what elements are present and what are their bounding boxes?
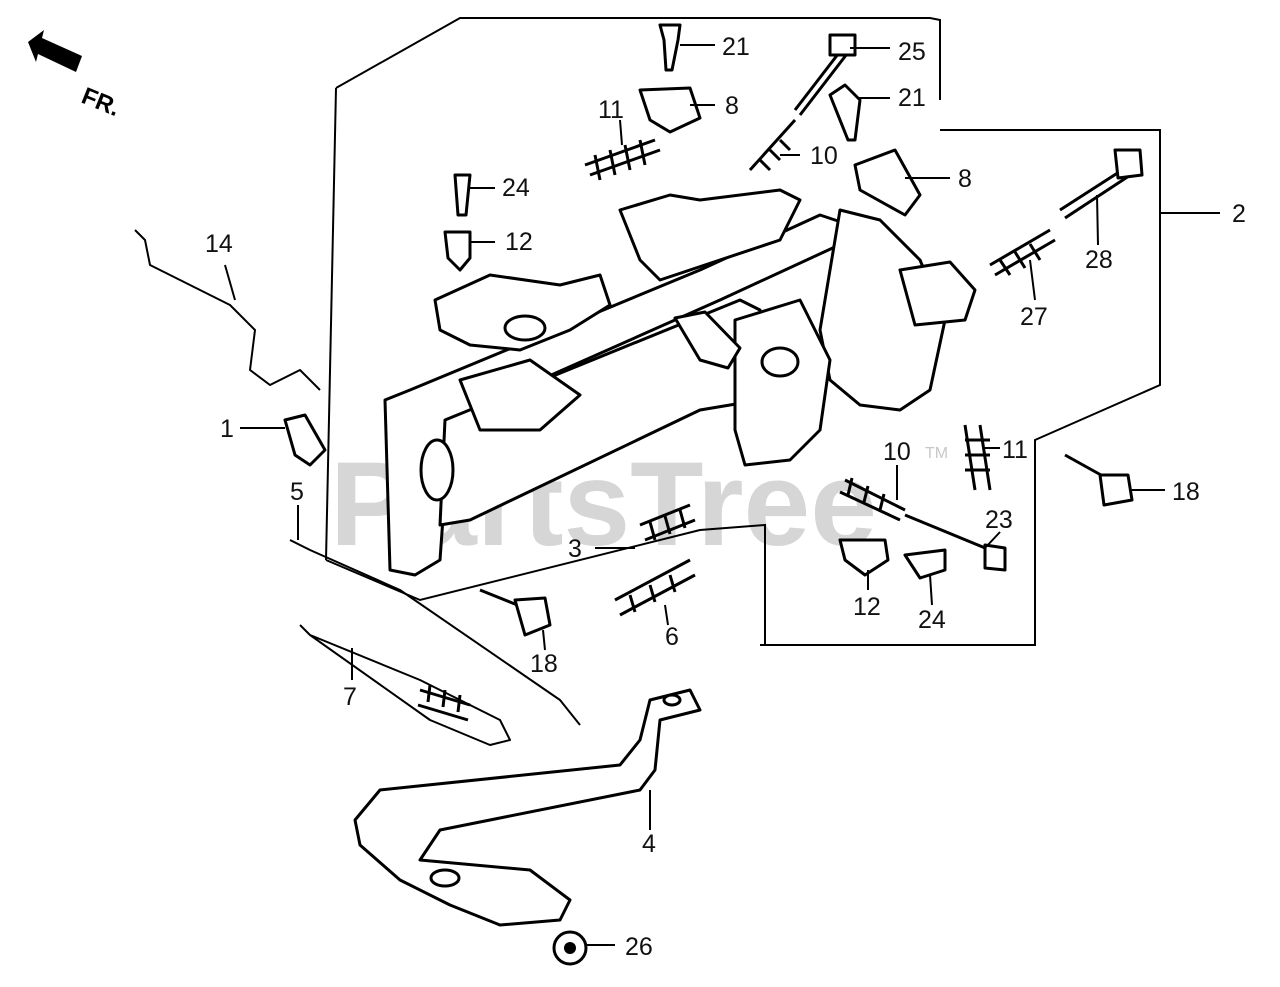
collar-12b <box>838 538 890 577</box>
callout-12b: 12 <box>853 593 881 621</box>
outline-top <box>335 17 941 100</box>
bolt-18b-head <box>1098 473 1134 507</box>
arm-hole <box>760 346 800 378</box>
callout-14: 14 <box>205 230 233 258</box>
front-arrow-icon <box>28 30 82 72</box>
callout-24b: 24 <box>918 606 946 634</box>
leader-11a <box>619 119 623 146</box>
callout-18a: 18 <box>1172 478 1200 506</box>
governor-rod-14 <box>134 229 321 391</box>
screw-23-head <box>983 543 1007 572</box>
throttle-lever-part <box>353 688 702 927</box>
outline-left <box>325 87 337 561</box>
clip-1 <box>283 413 327 467</box>
lever-hole-bottom <box>429 868 461 888</box>
callout-labels: 21 25 21 8 11 10 8 2 24 12 14 28 27 1 5 … <box>205 33 1246 961</box>
bolt-18a-head <box>513 596 552 637</box>
spring-hook-7 <box>299 624 511 746</box>
callout-1: 1 <box>220 415 234 443</box>
leader-28 <box>1096 194 1099 246</box>
collar-12a <box>443 230 472 272</box>
clip-8b <box>853 148 922 217</box>
main-control-bracket <box>383 188 977 577</box>
bracket-arm <box>733 298 832 467</box>
spring-27 <box>989 228 1056 277</box>
callout-4: 4 <box>642 830 656 858</box>
callout-21a: 21 <box>722 33 750 61</box>
bracket-hole <box>419 438 455 502</box>
leader-18a <box>542 629 546 651</box>
callout-2: 2 <box>1232 200 1246 228</box>
spring-10a <box>748 118 797 172</box>
callout-23: 23 <box>985 506 1013 534</box>
callout-5: 5 <box>290 478 304 506</box>
callout-11b: 11 <box>1002 436 1028 464</box>
bracket-tab-top <box>618 188 802 282</box>
front-direction-indicator: FR. <box>28 30 124 122</box>
spring-10b <box>839 477 906 522</box>
screw-24a <box>453 173 472 217</box>
callout-10b: 10 <box>883 438 911 466</box>
leader-27 <box>1029 259 1036 301</box>
callout-10a: 10 <box>810 142 838 170</box>
small-parts <box>283 23 1144 966</box>
bracket-body <box>438 298 762 527</box>
screw-23 <box>904 513 991 552</box>
callout-11a: 11 <box>598 96 624 124</box>
callout-7: 7 <box>343 683 357 711</box>
screw-21a <box>658 23 682 72</box>
callout-26: 26 <box>625 933 653 961</box>
callout-24a: 24 <box>502 174 530 202</box>
screw-21b <box>828 83 862 142</box>
watermark-tm: TM <box>925 445 948 462</box>
spring-11b <box>963 424 992 491</box>
spring-7 <box>417 684 471 722</box>
outline-right <box>760 129 1161 646</box>
callout-8a: 8 <box>725 92 739 120</box>
screw-28-head <box>1113 148 1144 180</box>
control-rod-5 <box>289 539 581 726</box>
callout-12a: 12 <box>505 228 533 256</box>
clip-8a <box>638 86 702 134</box>
leader-lines <box>224 44 1220 946</box>
springs <box>417 44 1136 722</box>
callout-27: 27 <box>1020 303 1048 331</box>
leader-14 <box>224 264 236 301</box>
outline-bottom <box>325 523 766 645</box>
screw-24b <box>903 548 947 580</box>
governor-lever <box>433 273 612 352</box>
leader-23 <box>984 531 1001 549</box>
spring-11a <box>584 138 661 181</box>
callout-25: 25 <box>898 38 926 66</box>
callout-21b: 21 <box>898 84 926 112</box>
callout-18b: 18 <box>530 650 558 678</box>
throttle-lever-body <box>353 688 702 927</box>
choke-tab <box>898 260 977 327</box>
nut-26-hole <box>564 942 576 954</box>
front-label: FR. <box>78 83 124 123</box>
group-outline <box>325 17 1161 646</box>
callout-3: 3 <box>568 535 582 563</box>
leader-24b <box>929 574 933 606</box>
callout-28: 28 <box>1085 246 1113 274</box>
screw-25-head <box>828 33 857 57</box>
bracket-mount-tab <box>458 358 582 432</box>
callout-6: 6 <box>665 623 679 651</box>
spring-3 <box>639 503 696 542</box>
callout-8b: 8 <box>958 165 972 193</box>
leader-6 <box>664 604 669 626</box>
spring-6 <box>614 558 696 617</box>
pivot-block <box>673 310 742 370</box>
lever-hole-top <box>662 693 682 707</box>
lever-hole <box>503 314 547 342</box>
